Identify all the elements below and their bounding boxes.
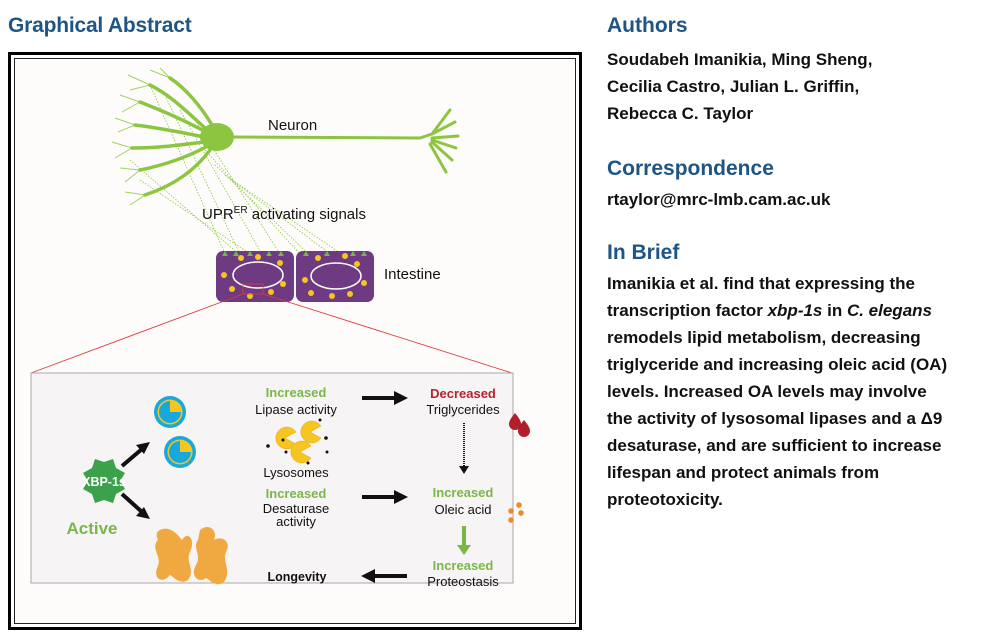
in-brief-line: Imanikia et al. find that expressing the xyxy=(607,274,915,293)
in-brief-line: proteotoxicity. xyxy=(607,490,723,509)
in-brief-line: desaturase, and are sufficient to increa… xyxy=(607,436,942,455)
in-brief-line: the activity of lysosomal lipases and a … xyxy=(607,409,943,428)
in-brief-text: Imanikia et al. find that expressing the… xyxy=(607,270,983,513)
species-name: C. elegans xyxy=(846,301,932,320)
author-line: Soudabeh Imanikia, Ming Sheng, xyxy=(607,50,873,69)
correspondence-email[interactable]: rtaylor@mrc-lmb.cam.ac.uk xyxy=(607,190,831,209)
in-brief-line: in xyxy=(822,301,847,320)
author-line: Rebecca C. Taylor xyxy=(607,104,754,123)
in-brief-line: triglyceride and increasing oleic acid (… xyxy=(607,355,948,374)
graphical-abstract-title: Graphical Abstract xyxy=(8,14,192,37)
authors-list: Soudabeh Imanikia, Ming Sheng, Cecilia C… xyxy=(607,46,983,127)
correspondence-heading: Correspondence xyxy=(607,157,774,180)
in-brief-line: lifespan and protect animals from xyxy=(607,463,880,482)
graphical-abstract-inner-frame xyxy=(14,58,576,624)
in-brief-line: remodels lipid metabolism, decreasing xyxy=(607,328,921,347)
gene-name: xbp-1s xyxy=(767,301,823,320)
in-brief-heading: In Brief xyxy=(607,241,680,264)
author-line: Cecilia Castro, Julian L. Griffin, xyxy=(607,77,860,96)
in-brief-line: levels. Increased OA levels may involve xyxy=(607,382,927,401)
graphical-abstract-frame xyxy=(8,52,582,630)
in-brief-line: transcription factor xyxy=(607,301,768,320)
authors-heading: Authors xyxy=(607,14,688,37)
